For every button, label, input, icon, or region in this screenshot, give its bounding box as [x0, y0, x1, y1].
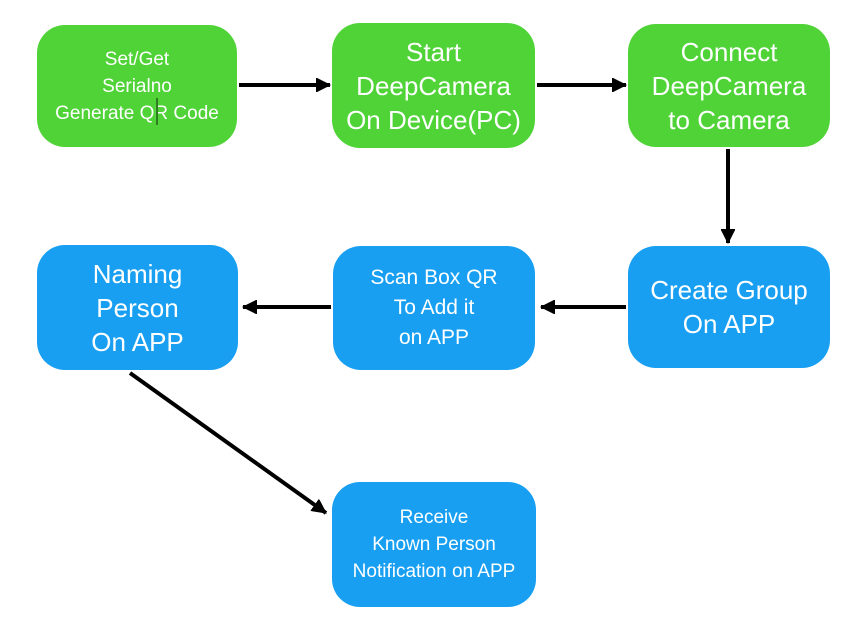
node-line: Person: [96, 292, 179, 323]
node-line: DeepCamera: [356, 70, 511, 101]
node-line: to Camera: [668, 104, 790, 135]
node-setget-serialno: Set/Get Serialno Generate QR Code: [37, 25, 237, 147]
node-line: Receive: [399, 507, 469, 528]
node-receive-notification: Receive Known Person Notification on APP: [332, 482, 536, 607]
node-line: Scan Box QR: [370, 266, 498, 289]
node-line: To Add it: [393, 296, 475, 319]
node-line: Known Person: [372, 534, 496, 555]
node-line: Serialno: [102, 75, 172, 97]
node-line: Notification on APP: [352, 561, 516, 582]
node-line: DeepCamera: [651, 70, 807, 101]
node-line: on APP: [398, 326, 470, 349]
node-line: On APP: [682, 309, 776, 339]
node-line: Generate QR Code: [55, 102, 219, 124]
node-create-group: Create Group On APP: [628, 246, 830, 368]
node-line: Set/Get: [104, 48, 170, 70]
node-connect-deepcamera: Connect DeepCamera to Camera: [628, 24, 830, 147]
node-line: Create Group: [650, 275, 808, 305]
node-line: Connect: [680, 36, 778, 67]
node-start-deepcamera: Start DeepCamera On Device(PC): [332, 23, 535, 148]
node-line: Start: [406, 36, 461, 67]
node-line: Naming: [92, 258, 183, 289]
node-scan-box-qr: Scan Box QR To Add it on APP: [333, 246, 535, 370]
arrow-naming-to-receive: [128, 371, 328, 515]
node-naming-person: Naming Person On APP: [37, 245, 238, 370]
node-line: On APP: [91, 326, 184, 357]
node-line: On Device(PC): [346, 104, 521, 135]
text-cursor: [156, 98, 158, 125]
